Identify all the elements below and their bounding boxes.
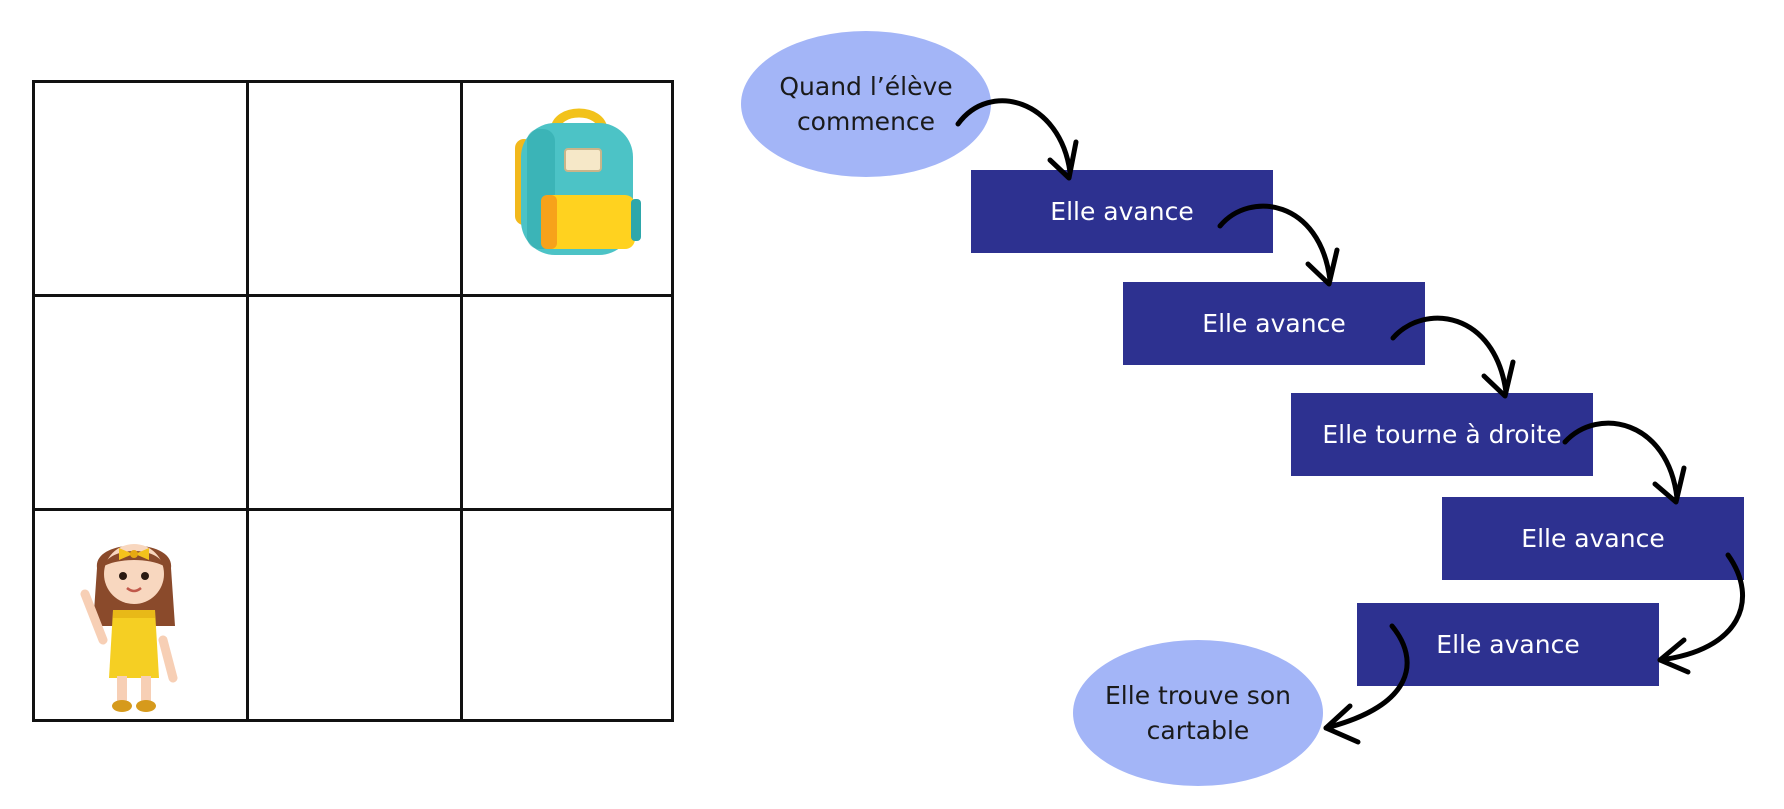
arrow-head bbox=[1481, 359, 1516, 399]
step-label: Elle avance bbox=[1521, 524, 1665, 553]
start-label: Quand l’élève commence bbox=[779, 72, 953, 136]
arrow-head bbox=[1657, 637, 1691, 675]
step-box: Elle avance bbox=[1442, 497, 1744, 580]
step-label: Elle avance bbox=[1436, 630, 1580, 659]
start-oval: Quand l’élève commence bbox=[741, 31, 991, 177]
step-box: Elle avance bbox=[971, 170, 1273, 253]
step-box: Elle tourne à droite bbox=[1291, 393, 1593, 476]
step-label: Elle avance bbox=[1202, 309, 1346, 338]
grid-line-vertical bbox=[246, 83, 249, 719]
step-box: Elle avance bbox=[1123, 282, 1425, 365]
step-label: Elle avance bbox=[1050, 197, 1194, 226]
grid-line-vertical bbox=[460, 83, 463, 719]
grid-line-horizontal bbox=[35, 294, 671, 297]
grid-board bbox=[32, 80, 674, 722]
arrow-head bbox=[1323, 703, 1361, 745]
arrow-head bbox=[1305, 247, 1340, 287]
step-label: Elle tourne à droite bbox=[1322, 420, 1562, 449]
end-label: Elle trouve son cartable bbox=[1105, 681, 1291, 745]
backpack-icon bbox=[515, 108, 641, 255]
girl-icon bbox=[80, 544, 178, 712]
grid-line-horizontal bbox=[35, 508, 671, 511]
end-oval: Elle trouve son cartable bbox=[1073, 640, 1323, 786]
step-box: Elle avance bbox=[1357, 603, 1659, 686]
